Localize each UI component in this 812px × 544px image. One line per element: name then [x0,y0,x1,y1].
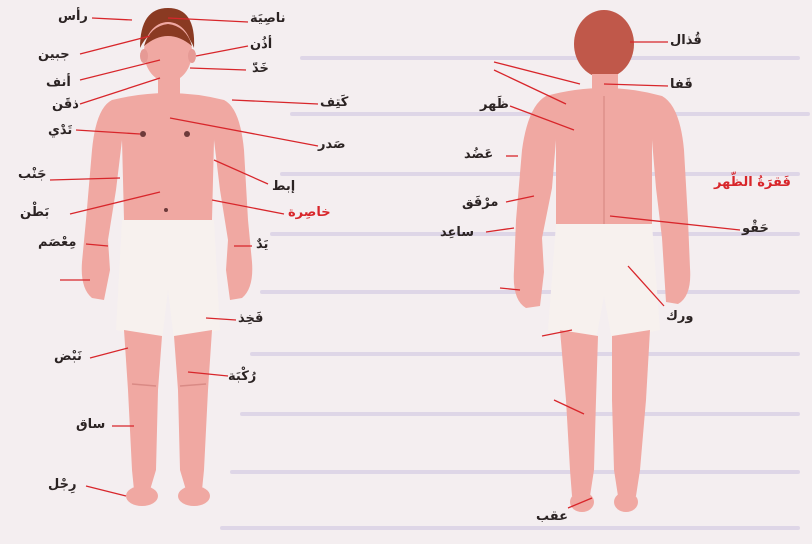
front-nipple-right [184,131,190,137]
label-knee: رُكْبَة [228,370,256,384]
label-forearm: ساعِد [440,226,474,240]
label-thigh: فَخِذ [238,312,263,326]
label-chin: ذقَن [52,98,79,112]
back-leg-left [560,330,598,496]
label-nose: أنف [46,76,71,90]
label-side: جَنْب [18,168,46,182]
label-shoulder: كَتِف [320,96,348,110]
label-upper-arm: عَضُد [464,148,493,162]
front-figure [82,8,253,506]
front-nipple-left [140,131,146,137]
label-belly: بَطْن [20,206,49,220]
label-hip: ورك [666,310,693,324]
front-shorts [116,220,220,340]
label-lower-back: حَقْو [742,222,769,236]
back-foot-right [614,492,638,512]
label-elbow: مرْفَق [462,196,498,210]
label-pulse: نَبْض [54,350,82,364]
label-hand: يَدٌ [256,238,268,252]
front-foot-right [178,486,210,506]
front-leg-left [124,330,162,490]
front-navel [164,208,168,212]
front-ear-right [188,49,196,63]
label-waist: خاصِرة [288,206,331,220]
label-nipple: تَدْي [48,124,72,138]
front-arm-left [82,100,122,300]
label-armpit: إبط [272,180,295,194]
back-arm-right [652,96,690,304]
label-forehead: جبين [38,48,70,62]
front-ear-left [140,49,148,63]
label-chest: صَدر [318,138,346,152]
label-spine: فَقرَةُ الظّهر [714,176,791,190]
label-foot: رِجْل [48,478,76,492]
back-leg-right [612,330,650,496]
front-leg-right [174,330,212,490]
label-head: رأس [58,10,88,24]
label-ear: أذُن [250,38,272,52]
label-wrist: مِعْصَم [38,236,76,250]
label-cheek: خَدّ [252,62,269,76]
front-foot-left [126,486,158,506]
back-arm-left [514,96,556,308]
label-forehead-top: ناصِيَة [250,12,286,26]
label-shin: ساق [76,418,105,432]
label-heel: عقب [536,510,568,524]
label-back: ظَهر [480,98,509,112]
label-hair: قُذال [670,34,702,48]
label-nape: قَفا [670,78,693,92]
back-head [574,10,634,78]
